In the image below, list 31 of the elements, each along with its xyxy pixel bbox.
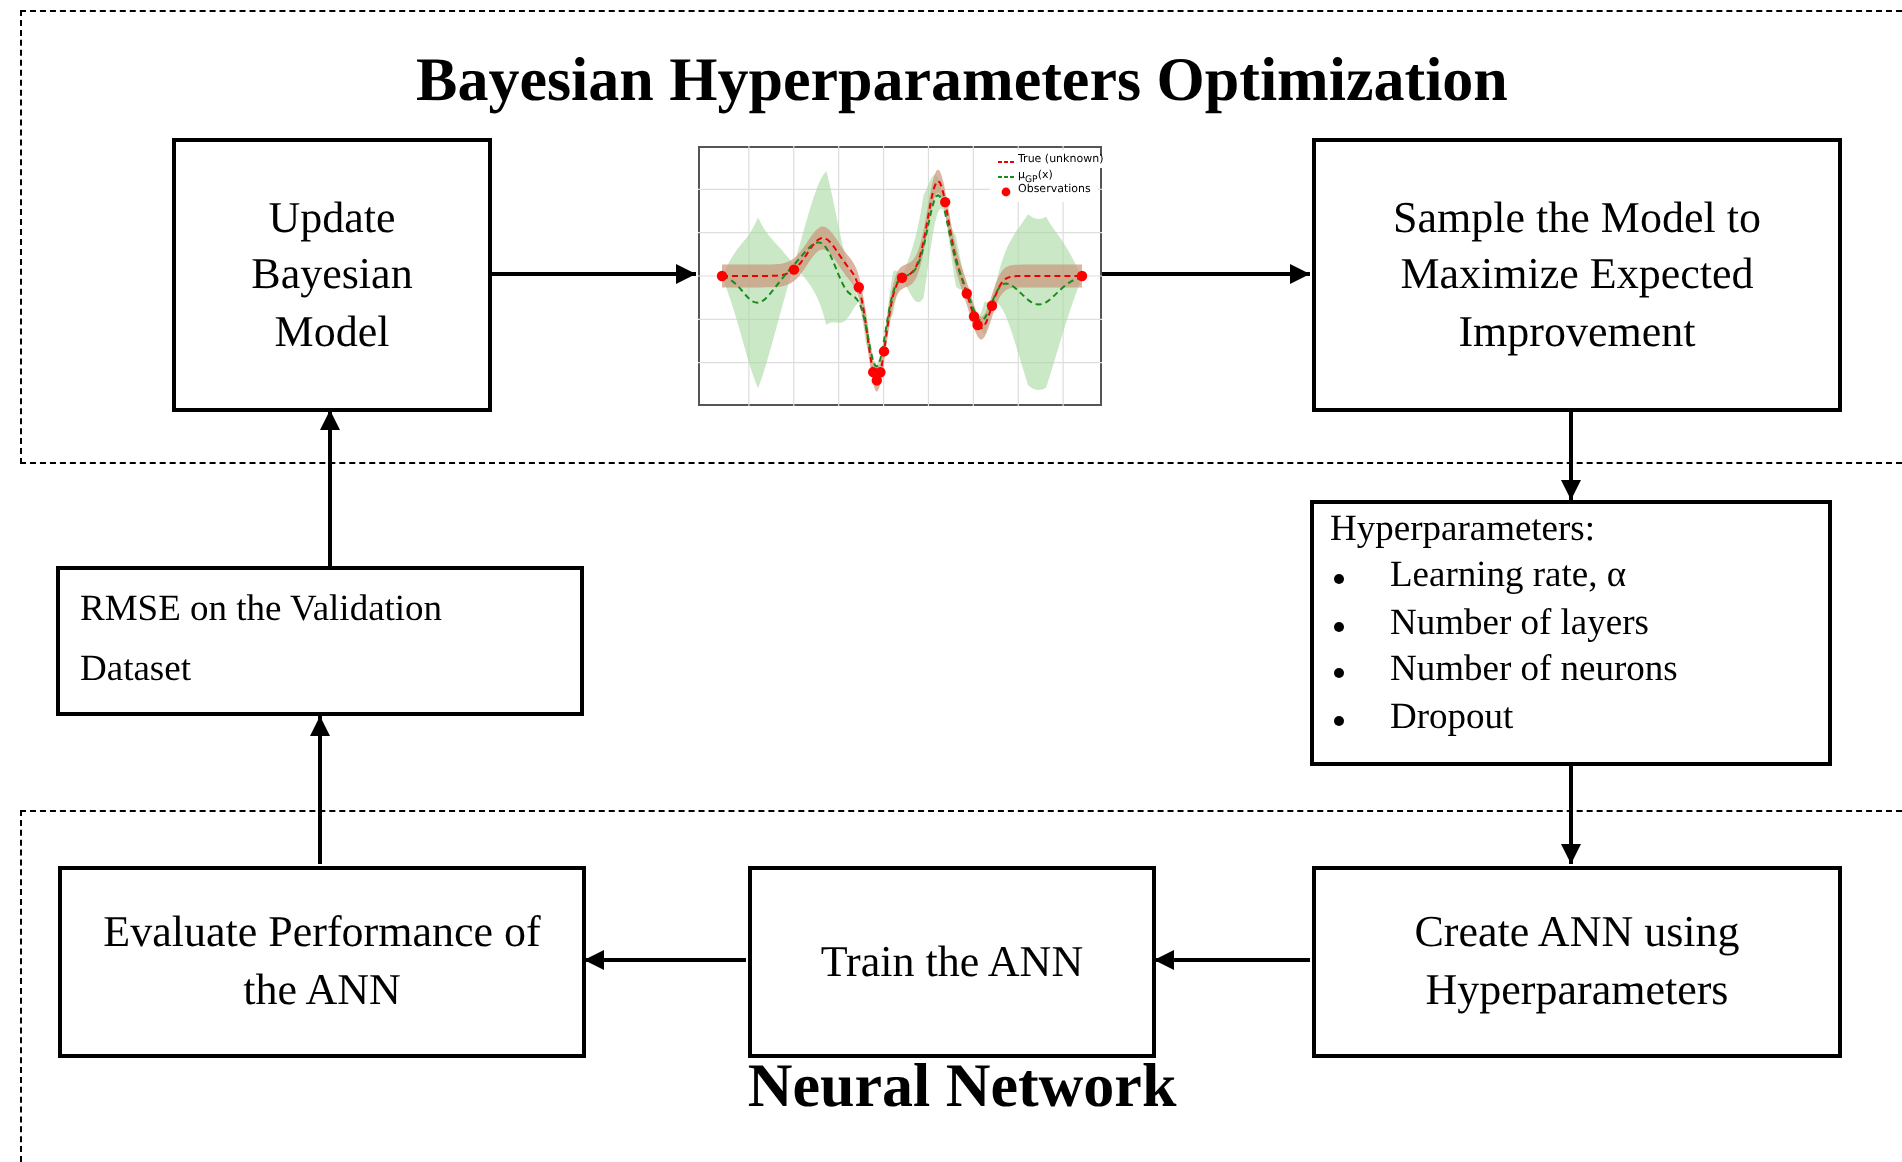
process-box: [1312, 138, 1842, 412]
process-box: [1312, 866, 1842, 1058]
list-item: Number of layers: [1390, 603, 1649, 644]
list-item: Dropout: [1390, 697, 1514, 738]
box-label: RMSE on the Validation Dataset: [80, 587, 445, 693]
arrow: [584, 950, 746, 970]
process-box: [748, 866, 1156, 1058]
process-box: [58, 866, 586, 1058]
list-item: Learning rate, α: [1390, 556, 1627, 597]
group-title: Bayesian Hyperparameters Optimization: [416, 44, 1508, 116]
box-label: Evaluate Performance of the ANN: [101, 904, 543, 1018]
gp-plot-drawing: [698, 146, 1102, 406]
box-label: Create ANN using Hyperparameters: [1412, 904, 1742, 1018]
list-item: Number of neurons: [1390, 650, 1678, 691]
process-box: [172, 138, 492, 412]
dashed-group-frame: [20, 810, 1902, 1162]
arrow: [490, 264, 696, 284]
hyperparameter-list-box: [1310, 500, 1832, 766]
process-box: [56, 566, 584, 716]
group-title: Neural Network: [747, 1050, 1177, 1122]
box-label: Train the ANN: [820, 933, 1084, 990]
arrow: [1561, 766, 1581, 864]
box-label: Sample the Model to Maximize Expected Improvement: [1391, 189, 1763, 360]
list-heading: Hyperparameters:: [1330, 510, 1596, 550]
arrow: [320, 410, 340, 566]
arrow: [310, 716, 330, 864]
box-label: Update Bayesian Model: [249, 189, 415, 360]
dashed-group-frame: [20, 10, 1902, 464]
arrow: [1561, 410, 1581, 500]
arrow: [1154, 950, 1310, 970]
arrow: [1100, 264, 1310, 284]
